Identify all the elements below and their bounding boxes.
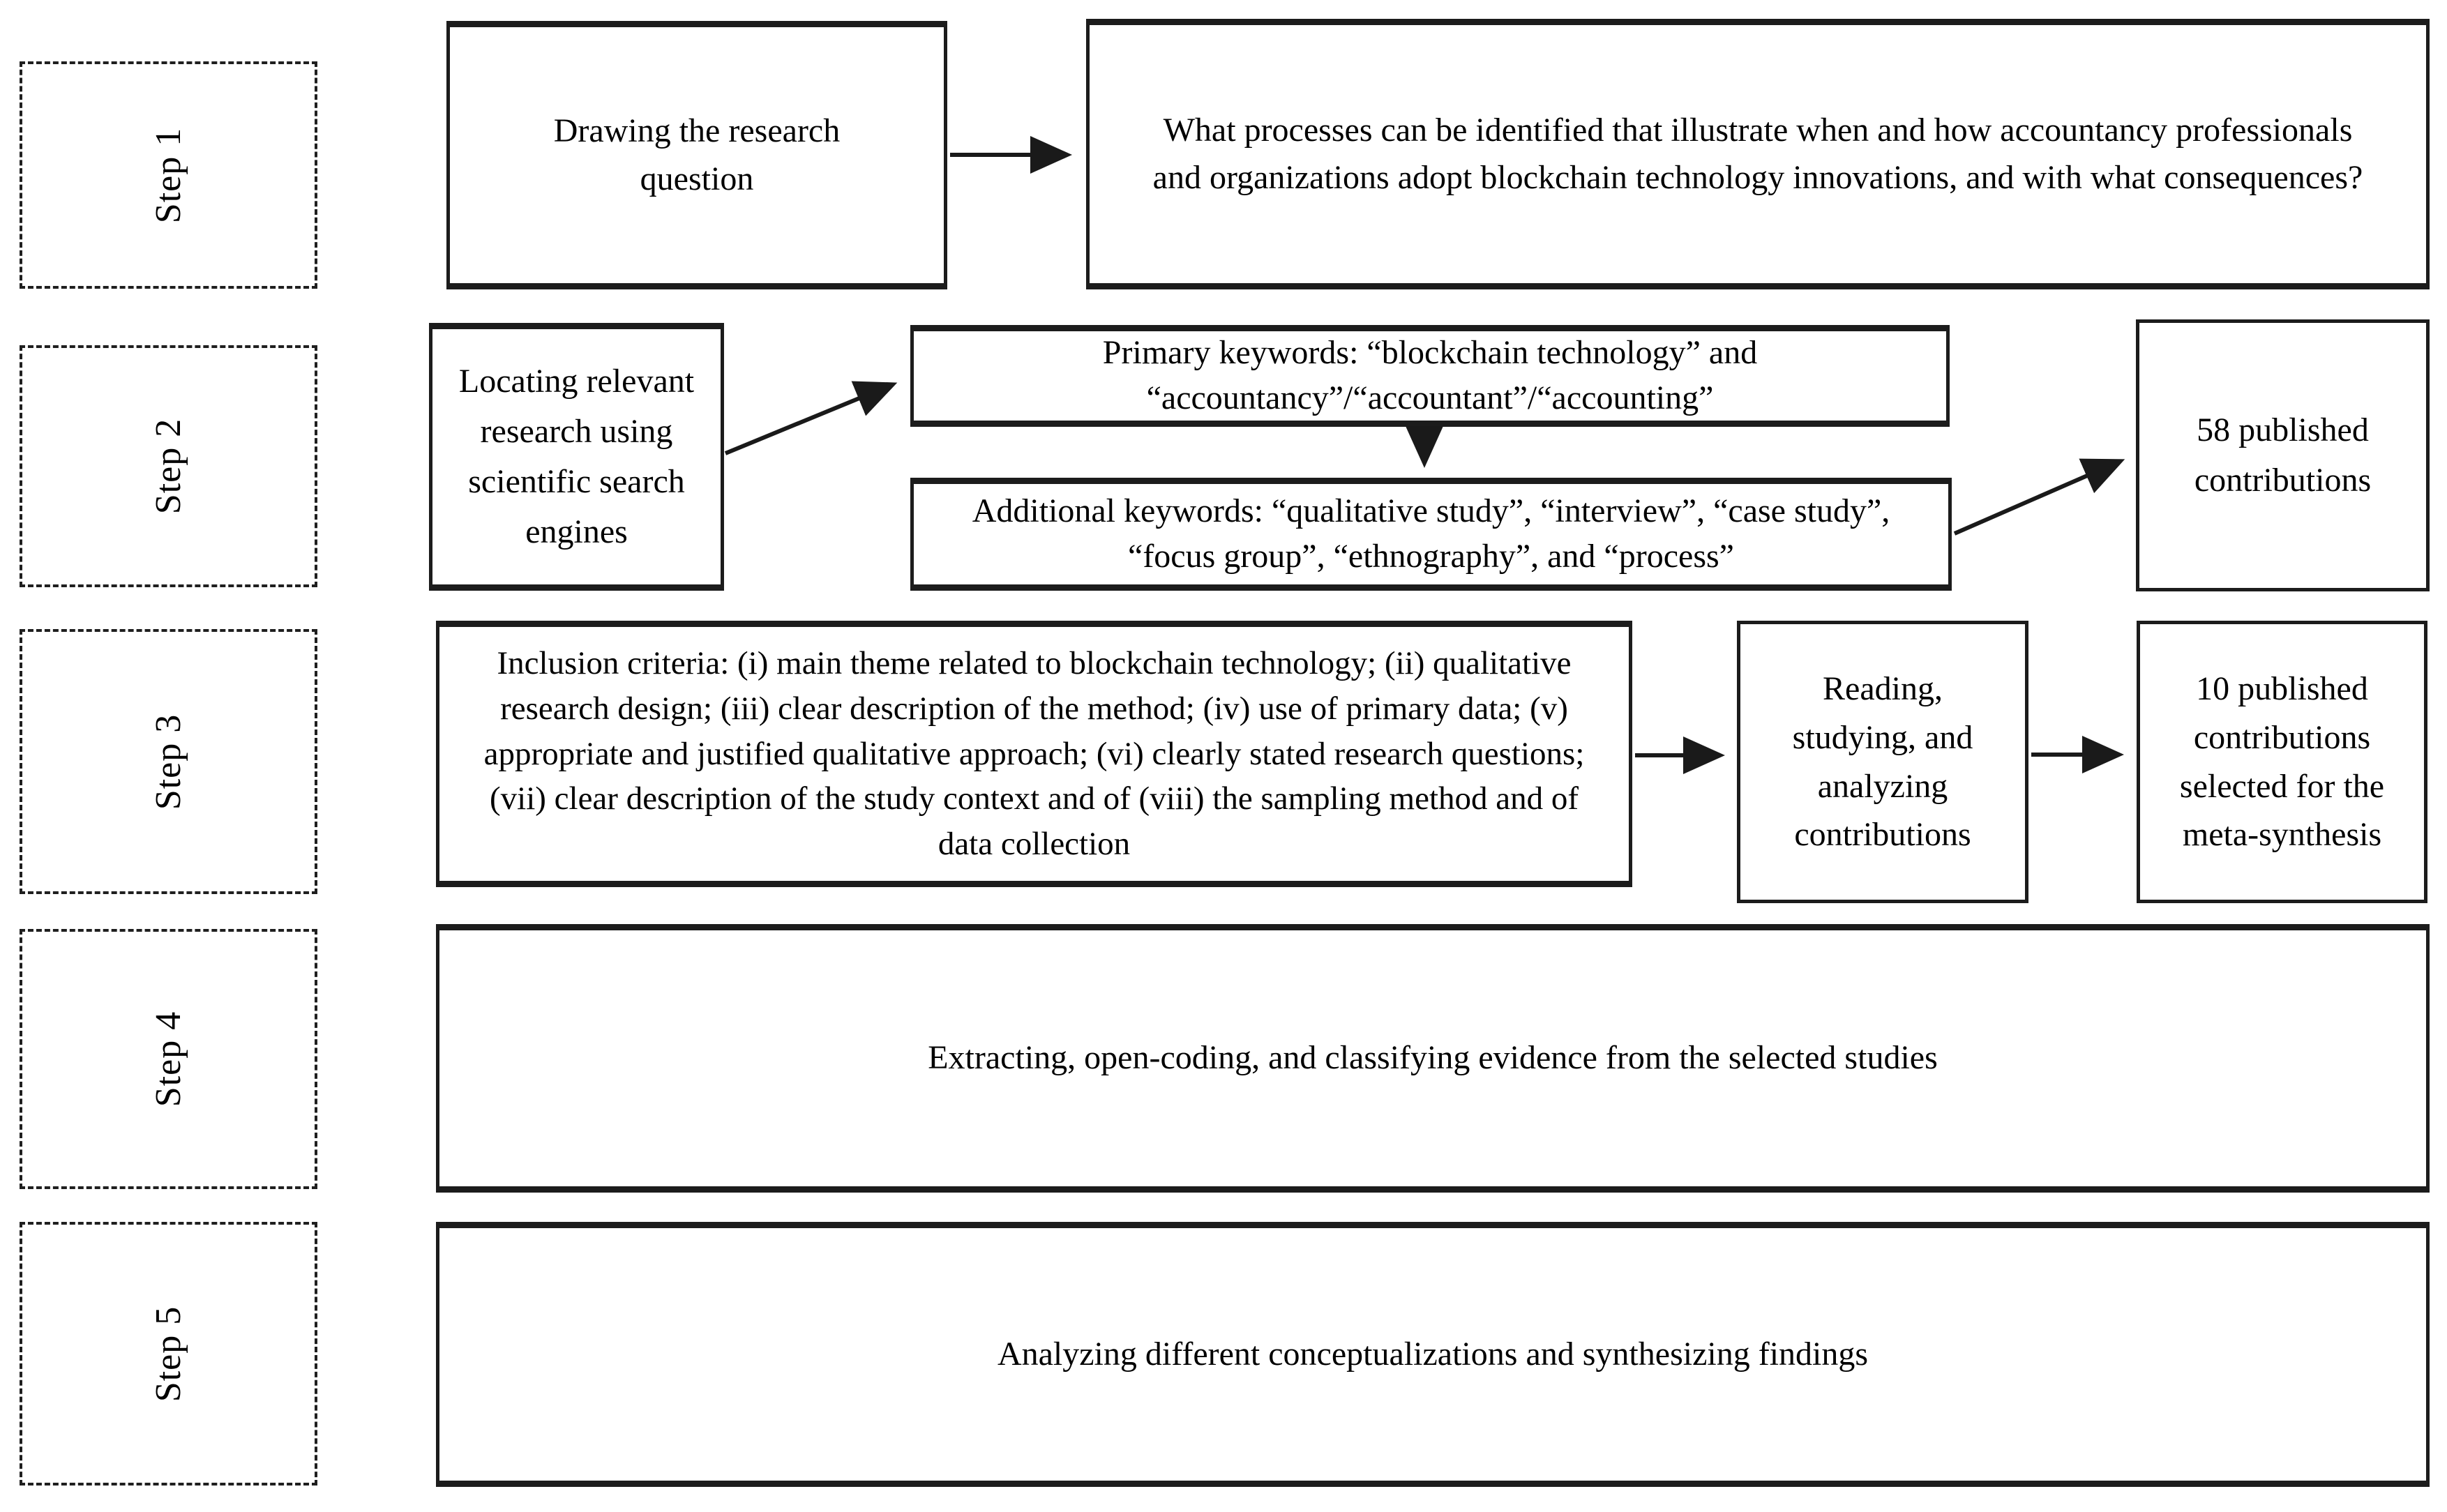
step-2-label-box: Step 2 [20, 345, 317, 587]
additional-keywords-box: Additional keywords: “qualitative study”… [910, 478, 1952, 591]
arrow-locating-to-primary-keywords [724, 381, 898, 455]
research-question-text: What processes can be identified that il… [1152, 111, 2363, 196]
arrow-additional-to-58-contributions [1953, 458, 2125, 536]
step-4-activity-box: Extracting, open-coding, and classifying… [436, 924, 2430, 1193]
inclusion-criteria-box: Inclusion criteria: (i) main theme relat… [436, 621, 1632, 887]
contributions-58-box: 58 published contributions [2136, 319, 2430, 591]
step-3-label-box: Step 3 [20, 629, 317, 894]
step-5-activity-text: Analyzing different conceptualizations a… [997, 1335, 1869, 1373]
step-5-label: Step 5 [148, 1306, 188, 1402]
drawing-research-question-box: Drawing the research question [446, 21, 947, 289]
primary-keywords-text: Primary keywords: “blockchain technology… [1102, 334, 1758, 416]
additional-keywords-text: Additional keywords: “qualitative study”… [972, 492, 1890, 575]
step-4-label: Step 4 [148, 1011, 188, 1107]
step-1-label-box: Step 1 [20, 61, 317, 289]
step-5-label-box: Step 5 [20, 1222, 317, 1485]
reading-analyzing-box: Reading, studying, and analyzing contrib… [1737, 621, 2028, 903]
research-question-box: What processes can be identified that il… [1086, 19, 2430, 289]
step-3-label: Step 3 [148, 713, 188, 810]
drawing-research-question-text: Drawing the research question [553, 112, 841, 197]
inclusion-criteria-text: Inclusion criteria: (i) main theme relat… [483, 644, 1585, 863]
step-1-label: Step 1 [148, 127, 188, 223]
locating-research-box: Locating relevant research using scienti… [429, 323, 724, 591]
contributions-10-box: 10 published contributions selected for … [2137, 621, 2427, 903]
contributions-58-text: 58 published contributions [2194, 411, 2372, 499]
step-4-label-box: Step 4 [20, 929, 317, 1189]
contributions-10-text: 10 published contributions selected for … [2179, 670, 2385, 854]
step-5-activity-box: Analyzing different conceptualizations a… [436, 1222, 2430, 1487]
step-4-activity-text: Extracting, open-coding, and classifying… [928, 1039, 1938, 1077]
reading-analyzing-text: Reading, studying, and analyzing contrib… [1792, 670, 1973, 854]
step-2-label: Step 2 [148, 418, 188, 515]
locating-research-text: Locating relevant research using scienti… [458, 363, 695, 550]
primary-keywords-box: Primary keywords: “blockchain technology… [910, 325, 1950, 427]
